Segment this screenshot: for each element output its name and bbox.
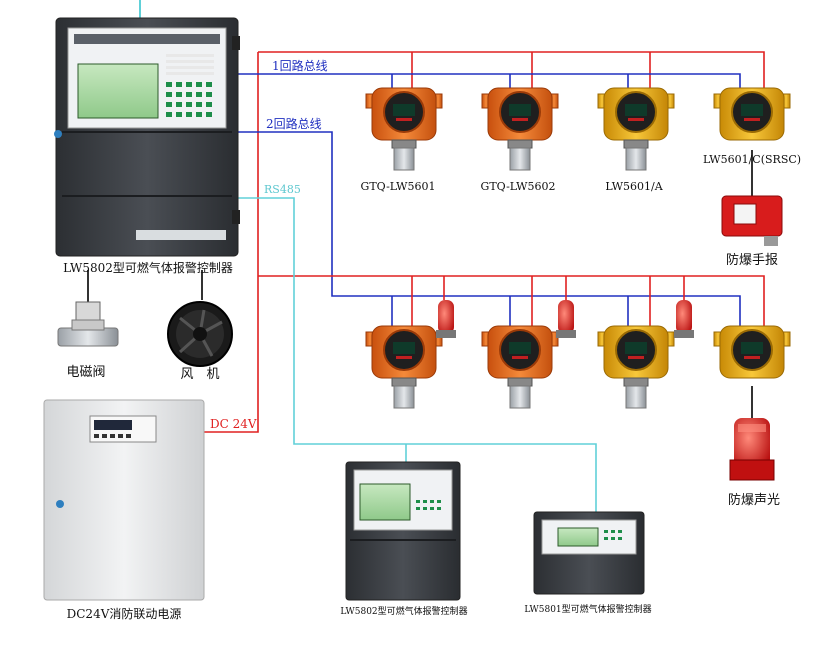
sub-controller-lw5801-label: LW5801型可燃气体报警控制器 bbox=[524, 603, 651, 615]
solenoid-valve-label: 电磁阀 bbox=[66, 365, 105, 380]
main-controller-label: LW5802型可燃气体报警控制器 bbox=[63, 260, 233, 275]
sub-controller-lw5802 bbox=[345, 461, 461, 601]
gas-detector-icon bbox=[713, 87, 791, 141]
strobe-lamp-icon bbox=[556, 300, 576, 338]
sub-controller-lw5801 bbox=[533, 511, 645, 595]
detector-label: LW5601/A bbox=[605, 180, 663, 193]
detector-row-2 bbox=[365, 325, 791, 409]
loop1-label: 1回路总线 bbox=[272, 58, 328, 73]
fan-icon bbox=[167, 301, 233, 367]
power-supply-cabinet bbox=[43, 399, 205, 601]
gas-detector-icon bbox=[481, 87, 559, 171]
detector-row-1 bbox=[365, 87, 791, 171]
manual-alarm-label: 防爆手报 bbox=[726, 252, 778, 268]
manual-alarm-icon bbox=[721, 195, 783, 246]
main-controller-cabinet bbox=[54, 17, 240, 257]
sub-controller-lw5802-label: LW5802型可燃气体报警控制器 bbox=[340, 605, 467, 617]
gas-detector-icon bbox=[365, 87, 443, 171]
gas-detector-icon bbox=[481, 325, 559, 409]
strobe-lamp-icon bbox=[436, 300, 456, 338]
fan-label: 风 机 bbox=[180, 367, 219, 382]
sound-light-alarm-icon bbox=[729, 418, 775, 481]
detector-label: LW5601/C(SRSC) bbox=[703, 153, 801, 166]
wiring bbox=[87, 0, 765, 512]
gas-detector-icon bbox=[597, 325, 675, 409]
gas-detector-icon bbox=[365, 325, 443, 409]
sound-light-alarm-label: 防爆声光 bbox=[728, 492, 780, 508]
gas-detector-icon bbox=[713, 325, 791, 379]
solenoid-valve-icon bbox=[57, 301, 119, 347]
gas-detector-icon bbox=[597, 87, 675, 171]
detector-label: GTQ-LW5602 bbox=[481, 180, 556, 193]
strobe-lamp-icon bbox=[674, 300, 694, 338]
power-supply-label: DC24V消防联动电源 bbox=[67, 606, 182, 621]
dc24v-label: DC 24V bbox=[210, 417, 257, 431]
rs485-label: RS485 bbox=[264, 183, 301, 196]
detector-label: GTQ-LW5601 bbox=[361, 180, 436, 193]
loop2-label: 2回路总线 bbox=[266, 116, 322, 131]
